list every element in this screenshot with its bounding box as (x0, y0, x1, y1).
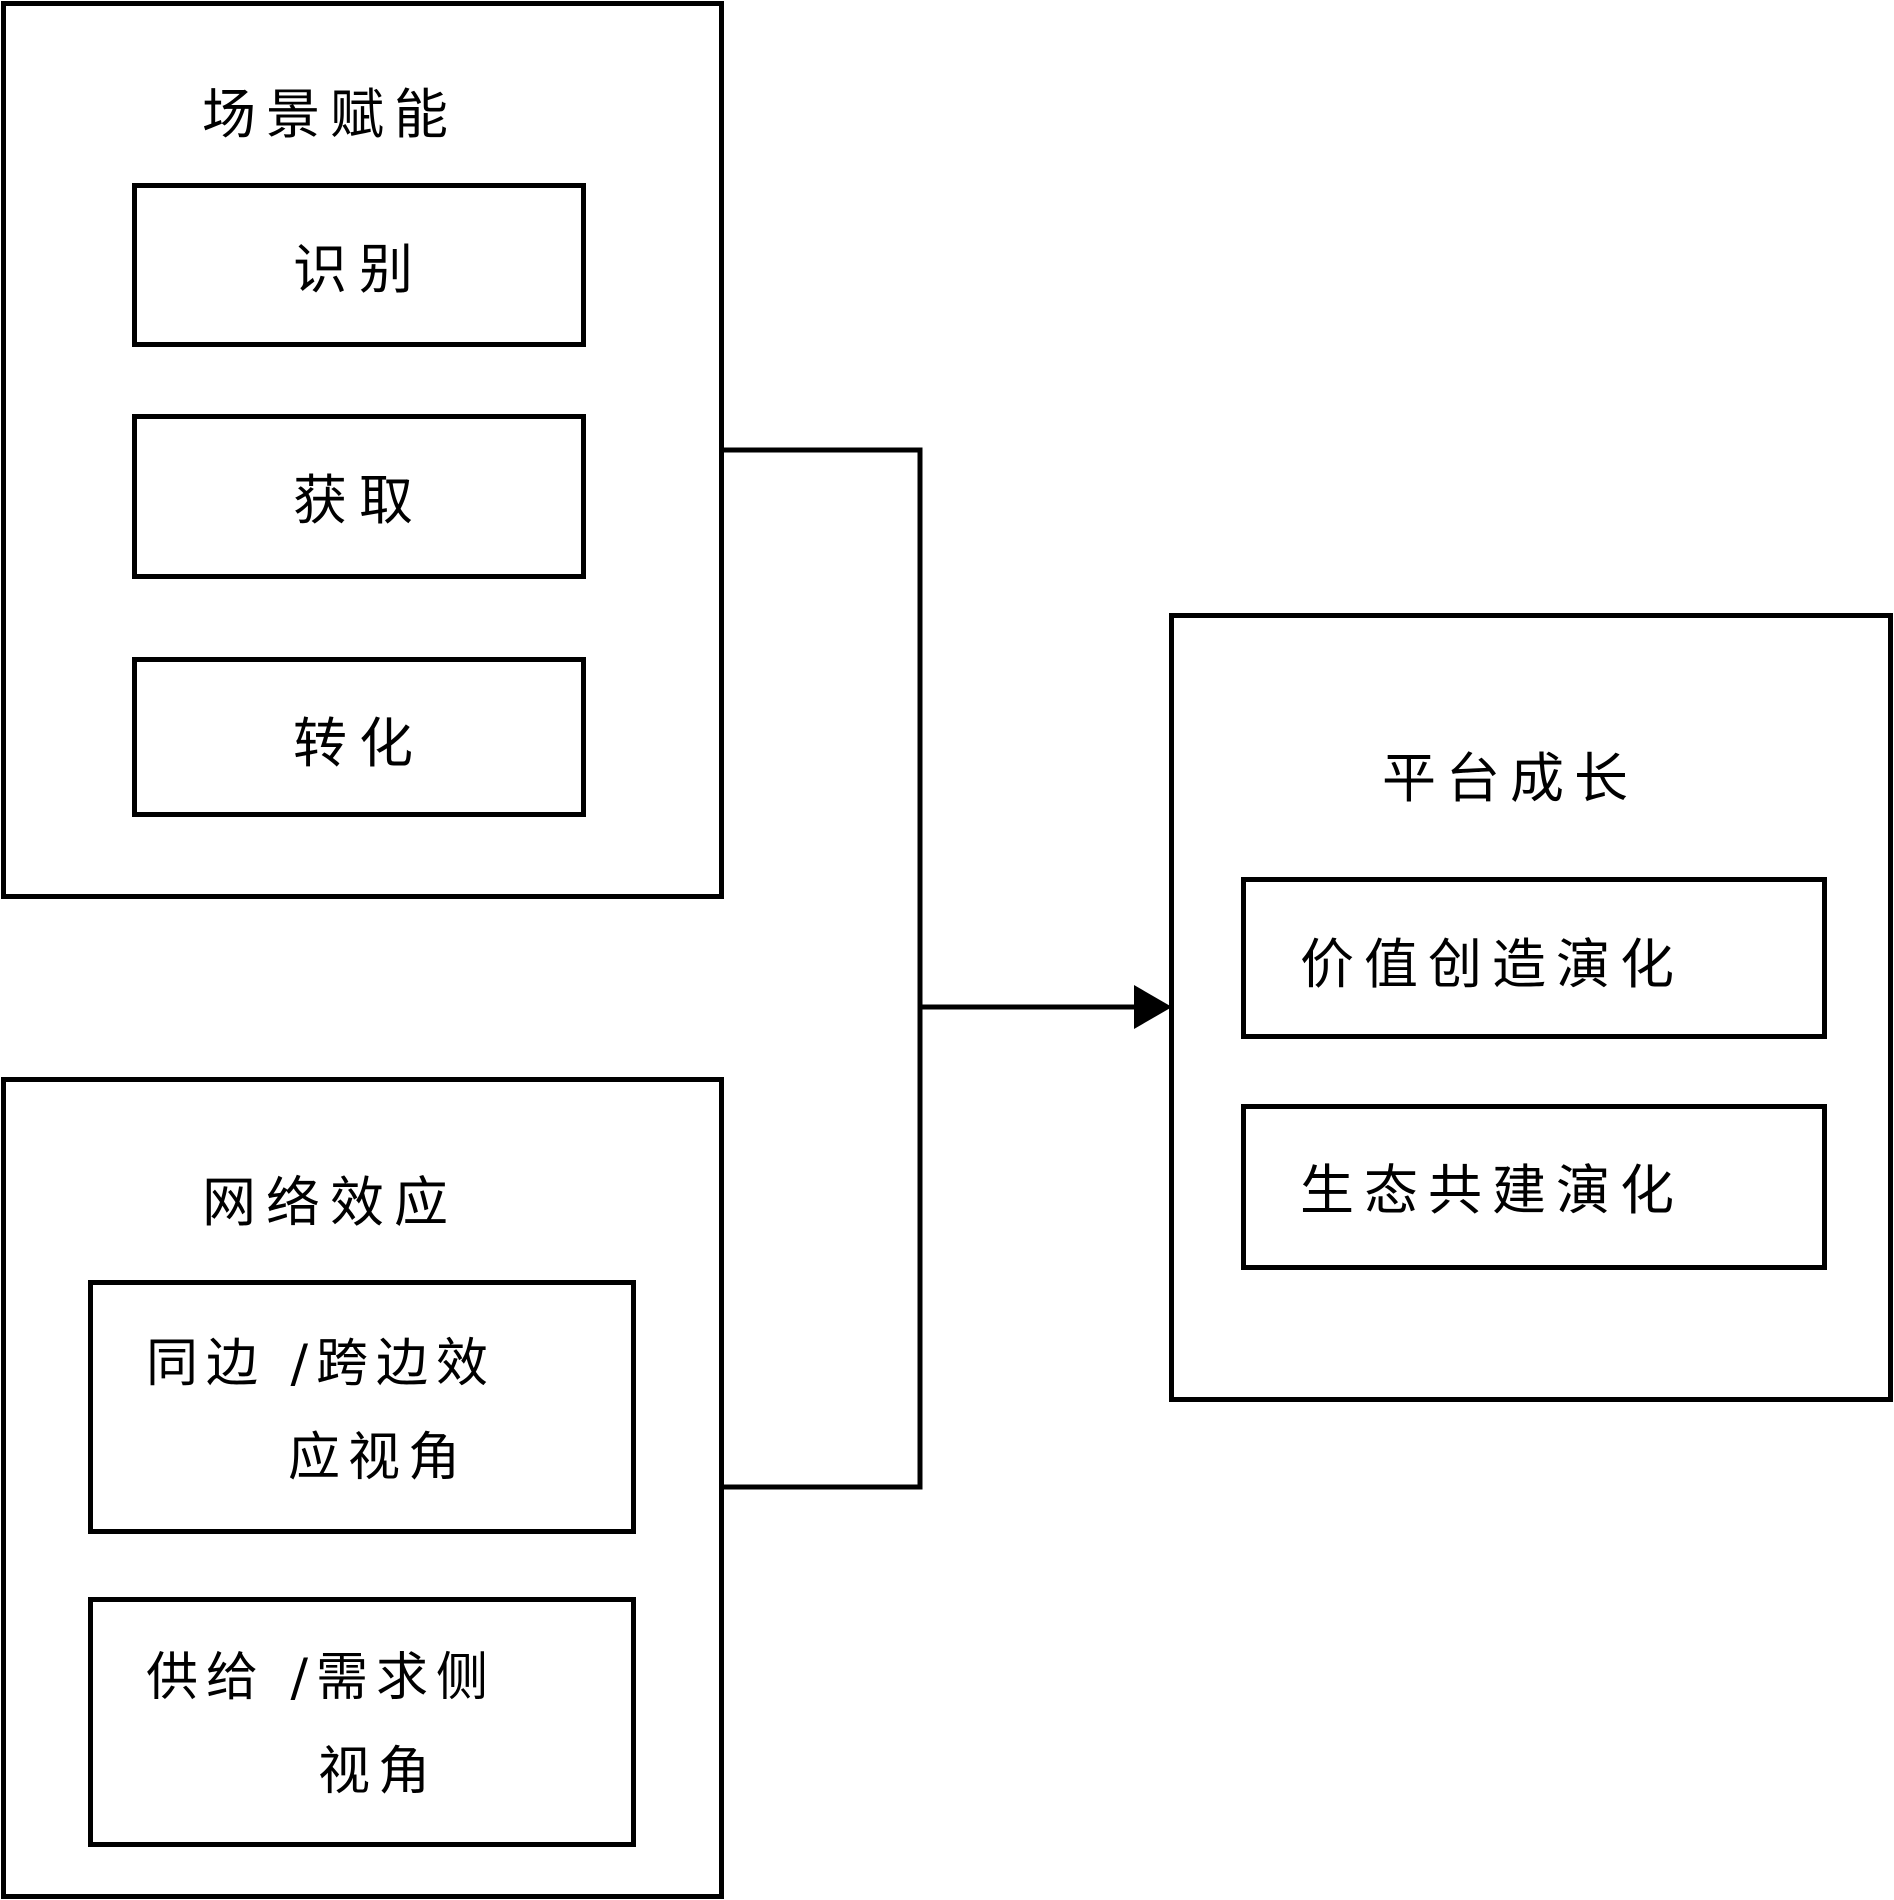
ecosystem-building-label: 生态共建演化 (1300, 1159, 1684, 1222)
step-identify-box (132, 183, 586, 347)
value-creation-box (1241, 877, 1827, 1039)
merge-connector (722, 447, 1172, 1490)
same-cross-side-line1: 同边 /跨边效 (146, 1334, 497, 1394)
supply-demand-side-line2: 视角 (317, 1742, 438, 1802)
step-identify-label: 识别 (293, 238, 425, 301)
step-acquire-box (132, 414, 586, 579)
value-creation-label: 价值创造演化 (1300, 933, 1684, 996)
ecosystem-building-box (1241, 1104, 1827, 1270)
step-convert-box (132, 657, 586, 817)
scene-empowerment-title: 场景赋能 (202, 83, 458, 146)
supply-demand-side-line1: 供给 /需求侧 (146, 1648, 497, 1708)
network-effect-title: 网络效应 (202, 1171, 458, 1234)
same-cross-side-box (88, 1280, 636, 1534)
supply-demand-side-box (88, 1597, 636, 1847)
same-cross-side-line2: 应视角 (287, 1428, 468, 1488)
step-acquire-label: 获取 (293, 469, 425, 532)
platform-growth-title: 平台成长 (1382, 747, 1638, 810)
step-convert-label: 转化 (293, 712, 425, 775)
